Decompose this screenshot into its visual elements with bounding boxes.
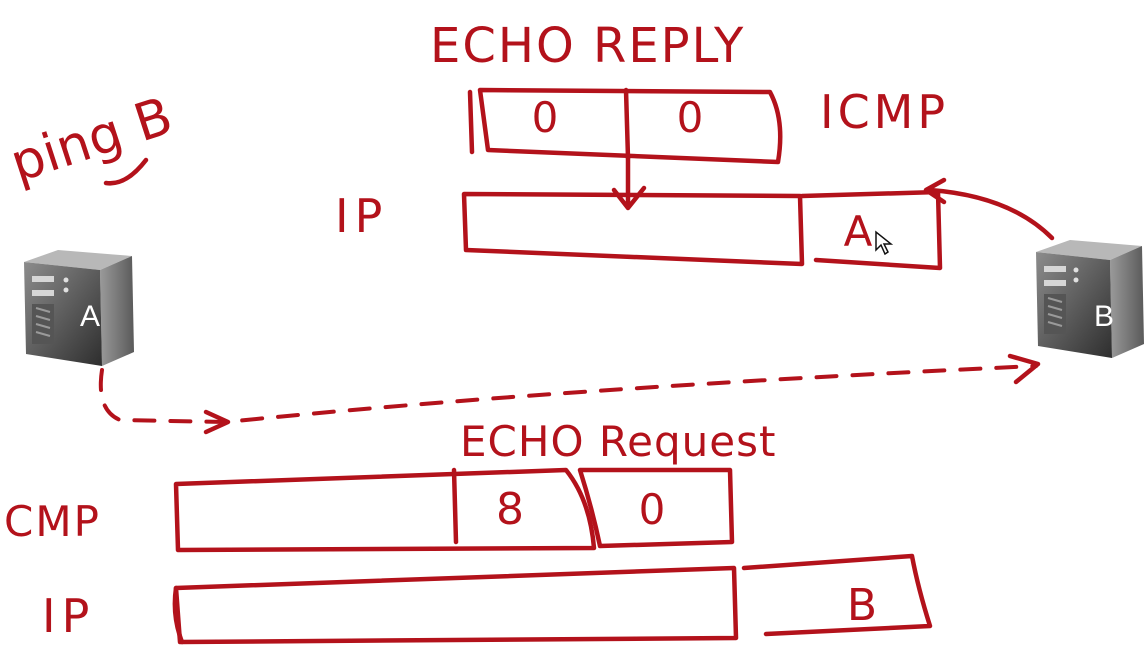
host-a-label: A bbox=[80, 300, 100, 333]
reply-ip-destination-box bbox=[799, 189, 943, 271]
reply-ip-destination: A bbox=[844, 207, 873, 256]
encapsulation-arrow bbox=[611, 155, 647, 211]
request-path-arrowhead-left bbox=[203, 409, 231, 435]
ping-underline bbox=[103, 157, 149, 186]
ip-top-label: IP bbox=[335, 189, 388, 243]
echo-reply-label: ECHO REPLY bbox=[430, 18, 745, 74]
request-path-arrowhead-right bbox=[1007, 353, 1041, 385]
mouse-pointer-icon bbox=[875, 230, 894, 256]
echo-request-label: ECHO Request bbox=[460, 417, 776, 466]
reply-icmp-type: 0 bbox=[532, 93, 559, 142]
request-path-arrow bbox=[98, 364, 1038, 425]
request-icmp-divider bbox=[451, 467, 459, 545]
reply-source-arrow bbox=[923, 177, 1055, 241]
icmp-bottom-label: CMP bbox=[4, 497, 101, 546]
server-tower-icon: B bbox=[1036, 240, 1144, 358]
request-icmp-payload-box bbox=[173, 467, 597, 553]
request-icmp-type: 8 bbox=[496, 484, 524, 535]
ip-bottom-label: IP bbox=[42, 589, 95, 643]
reply-icmp-divider bbox=[623, 87, 631, 161]
request-icmp-header: 8 0 bbox=[173, 467, 735, 553]
reply-icmp-left-edge bbox=[467, 89, 475, 155]
reply-icmp-header: 0 0 bbox=[467, 87, 783, 165]
icmp-top-label: ICMP bbox=[820, 85, 949, 139]
request-ip-left-edge bbox=[172, 585, 185, 645]
request-icmp-code: 0 bbox=[639, 485, 666, 534]
reply-icmp-code: 0 bbox=[677, 93, 704, 142]
server-tower-icon: A bbox=[24, 250, 134, 366]
host-b-label: B bbox=[1094, 300, 1114, 333]
request-ip-destination: B bbox=[847, 580, 877, 631]
request-ip-payload-box bbox=[173, 565, 739, 645]
reply-ip-payload-box bbox=[461, 191, 805, 267]
request-icmp-code-box bbox=[577, 467, 735, 549]
reply-icmp-box bbox=[477, 87, 783, 165]
ping-command-label: ping B bbox=[3, 86, 179, 194]
request-ip-header: B bbox=[172, 553, 933, 645]
request-ip-destination-box bbox=[741, 553, 933, 637]
reply-ip-header: A bbox=[461, 189, 943, 271]
